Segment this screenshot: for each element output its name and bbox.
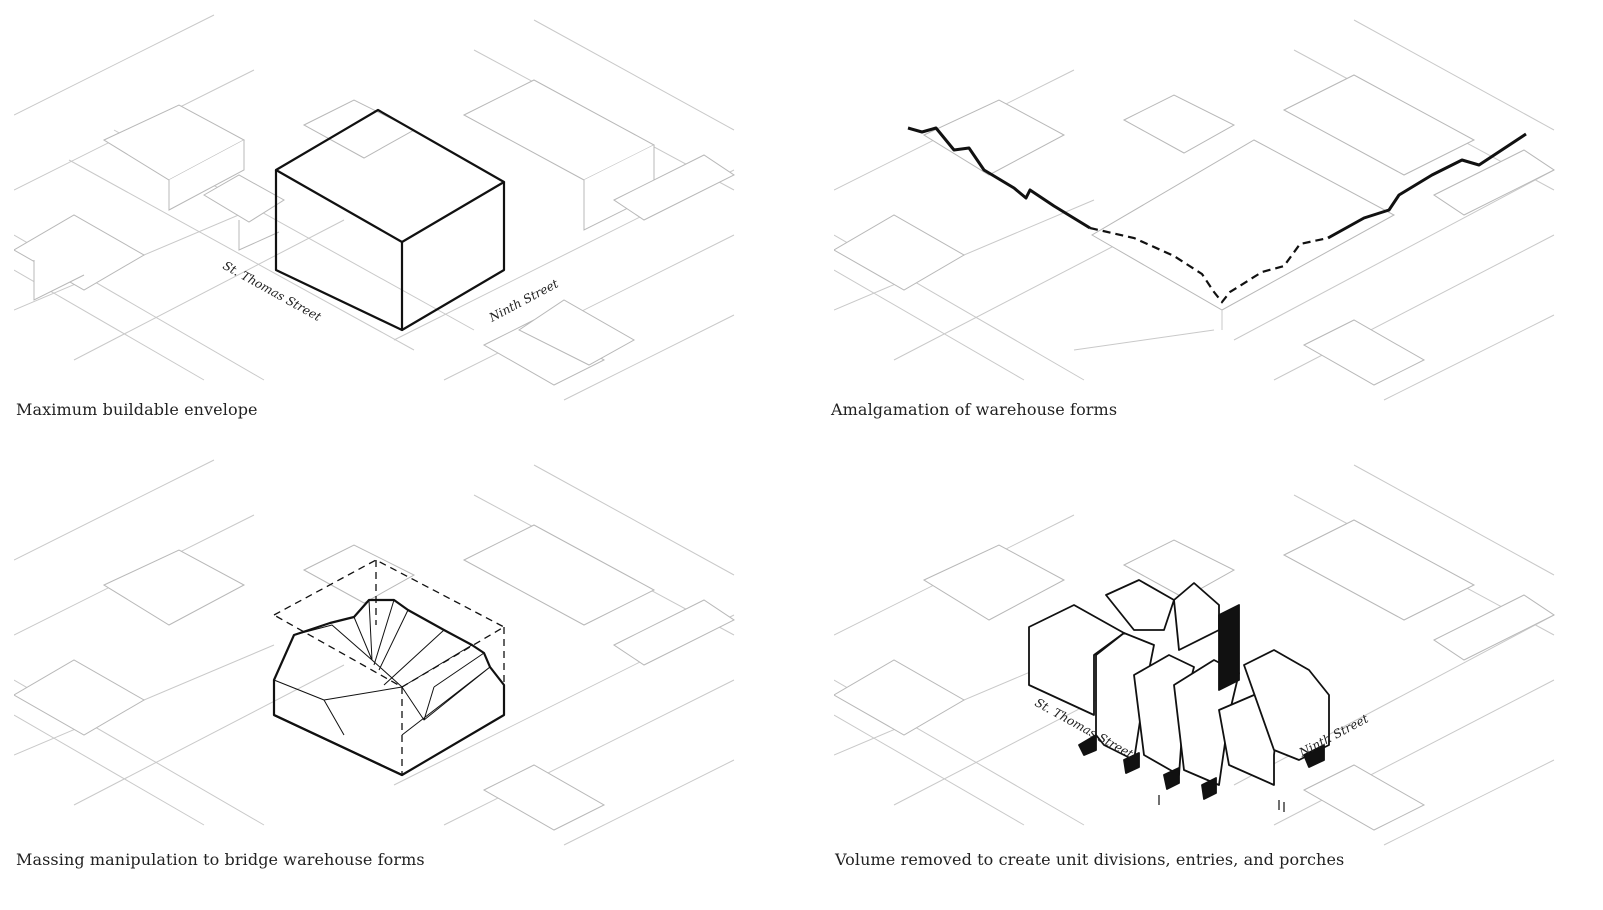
context-site-lines bbox=[834, 464, 1555, 846]
caption-volume-removed: Volume removed to create unit divisions,… bbox=[835, 850, 1345, 869]
unit-volumes bbox=[1028, 579, 1330, 800]
warehouse-profile-dashed bbox=[1089, 226, 1329, 304]
diagram-panel-amalgamation bbox=[834, 10, 1594, 410]
caption-massing-manipulation: Massing manipulation to bridge warehouse… bbox=[16, 850, 425, 869]
context-site-lines bbox=[14, 459, 735, 846]
caption-max-envelope: Maximum buildable envelope bbox=[16, 400, 258, 419]
context-site-lines bbox=[14, 14, 735, 401]
caption-amalgamation: Amalgamation of warehouse forms bbox=[831, 400, 1118, 419]
warehouse-profile-line bbox=[907, 126, 1527, 240]
original-envelope-dashed bbox=[272, 559, 506, 775]
context-site-lines bbox=[834, 19, 1555, 401]
diagram-panel-max-envelope: St. Thomas Street Ninth Street bbox=[14, 10, 774, 410]
people-figures bbox=[1158, 795, 1285, 812]
buildable-envelope-box bbox=[274, 108, 506, 332]
diagram-panel-massing-manipulation bbox=[14, 455, 774, 855]
manipulated-massing bbox=[272, 598, 506, 777]
diagram-panel-volume-removed: St. Thomas Street Ninth Street bbox=[834, 455, 1594, 855]
